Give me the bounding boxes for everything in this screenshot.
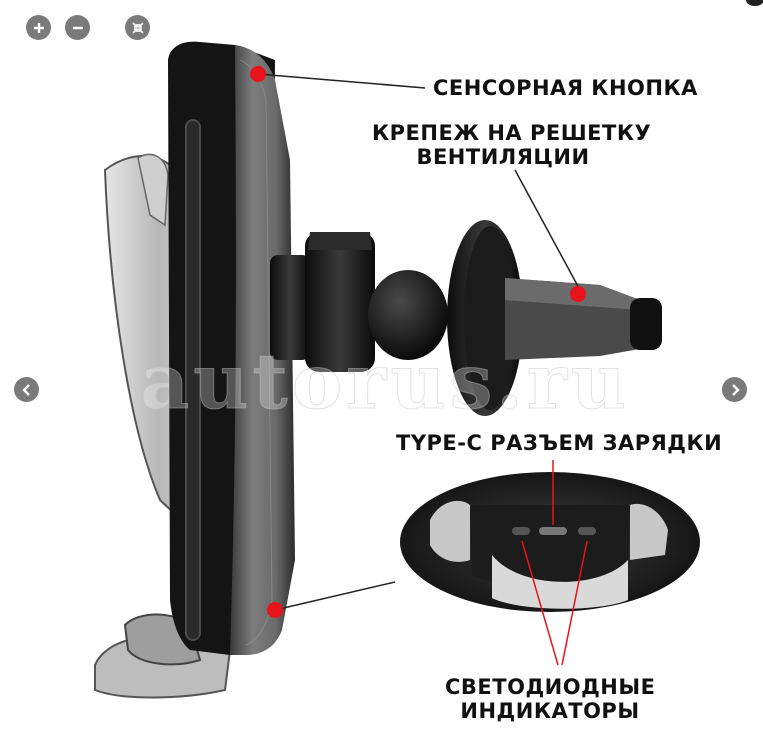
chevron-left-icon — [21, 383, 30, 396]
label-type-c: TYPE-C РАЗЪЕМ ЗАРЯДКИ — [396, 431, 723, 455]
plus-icon — [33, 22, 44, 33]
label-vent-mount-line2: ВЕНТИЛЯЦИИ — [416, 145, 590, 169]
minus-icon — [72, 26, 83, 29]
label-led-line2: ИНДИКАТОРЫ — [460, 699, 640, 723]
zoom-in-button[interactable] — [26, 15, 51, 40]
label-touch-button: СЕНСОРНАЯ КНОПКА — [433, 76, 698, 100]
label-vent-mount-line1: КРЕПЕЖ НА РЕШЕТКУ — [372, 121, 652, 145]
zoom-out-button[interactable] — [65, 15, 90, 40]
label-led-line1: СВЕТОДИОДНЫЕ — [445, 675, 656, 699]
collapse-arrows-icon — [131, 21, 144, 34]
fit-screen-button[interactable] — [125, 15, 150, 40]
prev-image-button[interactable] — [14, 377, 39, 402]
watermark: autorus.ru — [139, 337, 631, 427]
close-button[interactable] — [746, 0, 763, 6]
chevron-right-icon — [731, 383, 740, 396]
next-image-button[interactable] — [722, 377, 747, 402]
